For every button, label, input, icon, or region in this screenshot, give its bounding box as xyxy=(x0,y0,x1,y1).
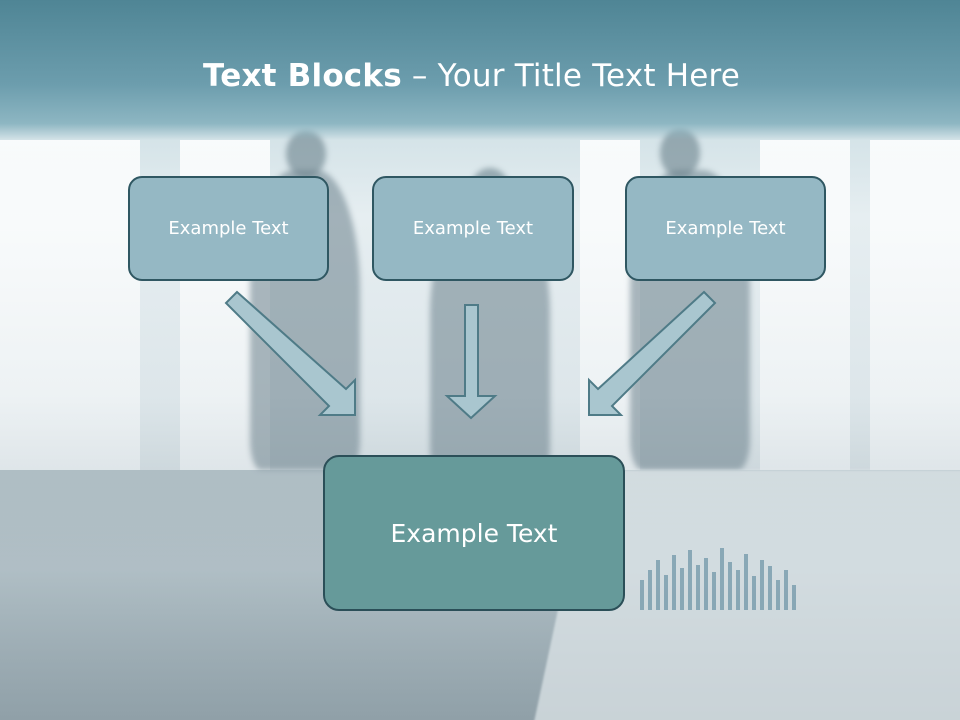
text-box-top-center[interactable]: Example Text xyxy=(372,176,574,281)
text-box-top-center-label: Example Text xyxy=(412,218,534,239)
text-box-top-left-label: Example Text xyxy=(168,218,289,239)
slide-title: Text Blocks – Your Title Text Here xyxy=(203,52,740,100)
text-box-top-right-label: Example Text xyxy=(665,218,786,239)
text-box-bottom-center-label: Example Text xyxy=(390,518,558,548)
header-band xyxy=(0,0,960,140)
title-dash: – xyxy=(401,58,438,94)
text-box-bottom-center[interactable]: Example Text xyxy=(323,455,625,611)
text-box-top-left[interactable]: Example Text xyxy=(128,176,329,281)
text-box-top-right[interactable]: Example Text xyxy=(625,176,826,281)
title-bold-text: Text Blocks xyxy=(203,58,402,94)
title-rest-text: Your Title Text Here xyxy=(437,58,741,94)
